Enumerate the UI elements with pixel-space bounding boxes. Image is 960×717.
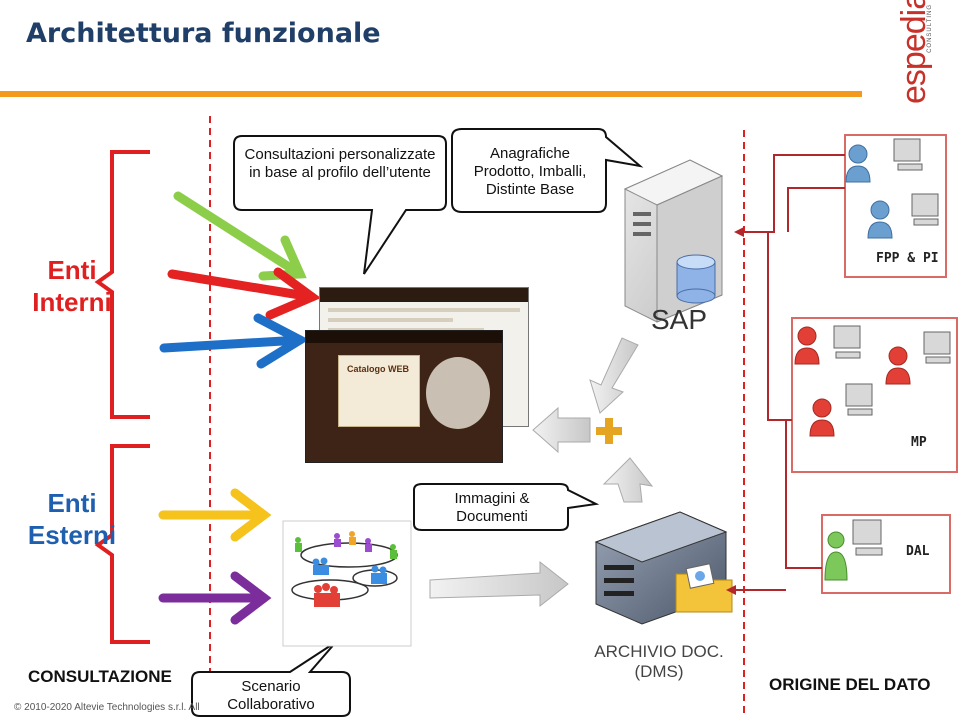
flow-arrow-from-sap — [589, 337, 639, 414]
folder-images-icon — [675, 563, 733, 613]
flow-arrow-to-catalog — [532, 406, 591, 454]
origin-link-lines — [728, 154, 845, 591]
fpp-user-icons — [845, 138, 939, 239]
flow-arrow-to-dms — [429, 560, 569, 608]
label-archivio-doc: ARCHIVIO DOC. (DMS) — [594, 642, 724, 681]
bubble-consultazioni-text: Consultazioni personalizzate in base al … — [244, 146, 436, 181]
bubble-anagrafiche-text: Anagrafiche Prodotto, Imballi, Distinte … — [473, 145, 587, 198]
origin-arrowhead-dms — [726, 585, 736, 595]
bubble-scenario — [191, 641, 351, 717]
label-source-mp: MP — [911, 435, 927, 450]
catalog-login-panel: Catalogo WEB — [338, 355, 420, 427]
arrow-yellow — [158, 488, 272, 542]
label-source-fpp: FPP & PI — [876, 251, 939, 266]
plus-icon — [596, 418, 622, 444]
label-sap: SAP — [651, 304, 708, 335]
web-screenshot-catalog: Catalogo WEB — [305, 330, 503, 463]
copyright-footer: © 2010-2020 Altevie Technologies s.r.l. … — [14, 702, 200, 713]
arrow-red — [167, 267, 322, 320]
bubble-immagini-text: Immagini & Documenti — [454, 490, 530, 525]
mp-user-icons — [794, 325, 951, 437]
flow-arrow-from-dms — [602, 457, 654, 503]
bubble-immagini — [413, 483, 600, 531]
bubble-anagrafiche — [451, 128, 644, 213]
page-title: Architettura funzionale — [26, 18, 381, 49]
catalog-web-label: Catalogo WEB — [347, 364, 409, 374]
people-network-icon — [282, 520, 412, 647]
database-icon — [676, 254, 716, 304]
label-enti-esterni: Enti Esterni — [27, 488, 117, 550]
label-origine-del-dato: ORIGINE DEL DATO — [769, 675, 931, 694]
bubble-scenario-text: Scenario Collaborativo — [227, 678, 315, 713]
header-accent-bar — [0, 91, 862, 97]
label-source-dal: DAL — [906, 544, 930, 559]
label-enti-interni: Enti Interni — [32, 255, 112, 317]
bubble-consultazioni — [233, 135, 447, 275]
brace-enti-esterni — [94, 444, 150, 644]
arrow-blue — [159, 313, 310, 369]
origin-arrowhead-sap — [734, 227, 744, 237]
brace-enti-interni — [94, 150, 150, 419]
dal-user-icons — [824, 519, 883, 581]
arrow-purple — [158, 571, 272, 625]
label-consultazione: CONSULTAZIONE — [28, 667, 172, 686]
